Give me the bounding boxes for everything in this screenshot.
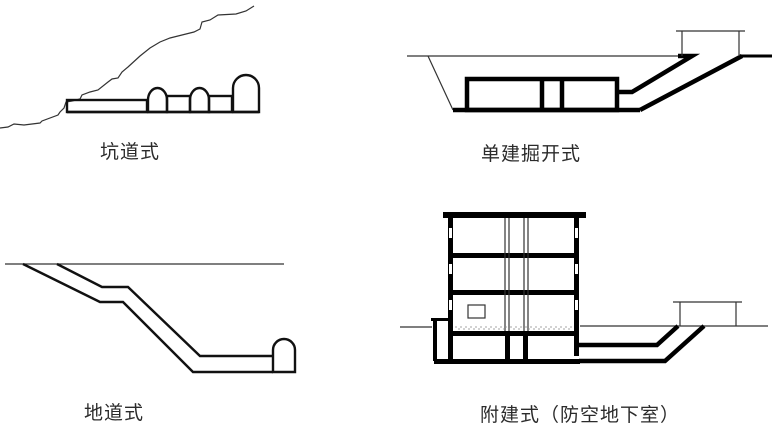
floor-1 <box>453 290 574 295</box>
caption-attached-basement: 附建式（防空地下室） <box>480 404 681 426</box>
equipment-box <box>467 304 486 319</box>
side-stair-cap <box>431 318 448 321</box>
entrance-ramp-upper <box>617 53 701 95</box>
window-right-1 <box>575 228 578 238</box>
caption-underground-passage: 地道式 <box>84 402 145 424</box>
floor-2 <box>453 253 574 258</box>
exit-passage-upper <box>579 324 680 348</box>
exit-canopy <box>673 301 742 326</box>
basement-floor <box>434 359 580 364</box>
tunnel-chamber-1 <box>146 86 169 114</box>
hillside-slope-line <box>0 5 255 129</box>
floor-fill-texture <box>455 326 572 330</box>
window-left-3 <box>449 300 452 310</box>
passage-upper-wall <box>56 262 273 358</box>
panel-underground-passage <box>5 262 297 374</box>
building-wall-left <box>448 218 453 363</box>
window-left-2 <box>449 264 452 274</box>
tunnel-connector-1 <box>165 94 192 114</box>
tunnel-chamber-3 <box>231 73 261 114</box>
tunnel-entrance-passage <box>65 98 149 114</box>
window-left-1 <box>449 228 452 238</box>
caption-single-excavation: 单建掘开式 <box>481 143 582 165</box>
panel-attached-basement <box>400 212 768 364</box>
panel-tunnel <box>0 5 261 129</box>
basement-column-2 <box>523 336 528 360</box>
tunnel-chamber-2 <box>188 86 211 114</box>
panel-single-excavation <box>407 30 772 113</box>
building-wall-right <box>574 218 579 356</box>
ground-floor-slab <box>453 331 574 336</box>
stairwell-lines <box>504 218 529 331</box>
tunnel-connector-2 <box>207 94 234 114</box>
caption-tunnel: 坑道式 <box>100 141 161 163</box>
entrance-canopy <box>676 30 745 56</box>
passage-lower-wall <box>22 262 273 374</box>
excavation-slope <box>427 55 454 111</box>
window-right-3 <box>575 300 578 310</box>
exit-passage-lower <box>579 324 706 364</box>
side-stair-wall <box>433 321 437 361</box>
building-roof <box>443 212 586 218</box>
window-right-2 <box>575 264 578 274</box>
passage-chamber <box>271 337 297 374</box>
basement-column-1 <box>505 336 510 360</box>
entrance-ramp-lower <box>638 54 744 112</box>
